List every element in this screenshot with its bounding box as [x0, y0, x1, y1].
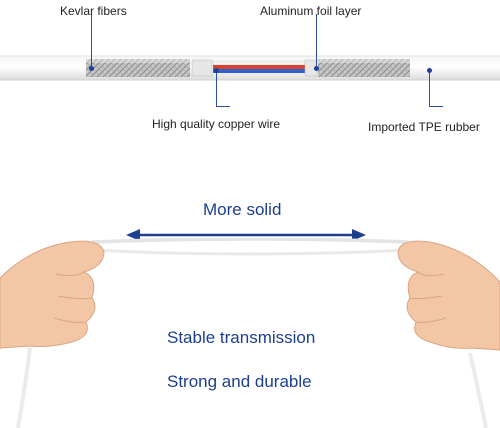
copper-leader-horizontal: [216, 106, 230, 107]
inner-wire-white: [212, 60, 306, 66]
left-hand: [0, 240, 105, 349]
kevlar-dot: [89, 66, 94, 71]
cable-strand-bottom: [91, 248, 409, 256]
strong-durable-text: Strong and durable: [167, 372, 312, 391]
right-hand: [397, 240, 500, 351]
cable-drop-left: [16, 347, 32, 428]
more-solid-heading: More solid: [203, 200, 282, 219]
tpe-label: Imported TPE rubber: [368, 120, 480, 134]
cable-drop-right: [468, 352, 488, 428]
hands-pulling-cable-illustration: [0, 238, 500, 428]
copper-dot: [214, 68, 219, 73]
foil-stub-left: [191, 59, 213, 77]
kevlar-braid-left: [86, 59, 190, 77]
inner-wire-red: [213, 65, 305, 69]
cable-structure-diagram: [0, 55, 500, 81]
foil-leader: [316, 14, 317, 68]
tpe-leader-horizontal: [429, 106, 443, 107]
stable-transmission-text: Stable transmission: [167, 328, 316, 347]
kevlar-leader: [91, 14, 92, 68]
tpe-dot: [427, 68, 432, 73]
inner-wire-blue: [213, 69, 305, 73]
copper-leader-vertical: [216, 70, 217, 106]
double-headed-arrow-icon: [126, 229, 366, 241]
foil-label: Aluminum foil layer: [260, 4, 362, 18]
foil-dot: [314, 66, 319, 71]
copper-label: High quality copper wire: [152, 117, 281, 131]
cable-strand-top: [91, 238, 409, 244]
tpe-leader-vertical: [429, 70, 430, 106]
kevlar-label: Kevlar fibers: [60, 4, 127, 18]
kevlar-braid-right: [318, 59, 410, 77]
